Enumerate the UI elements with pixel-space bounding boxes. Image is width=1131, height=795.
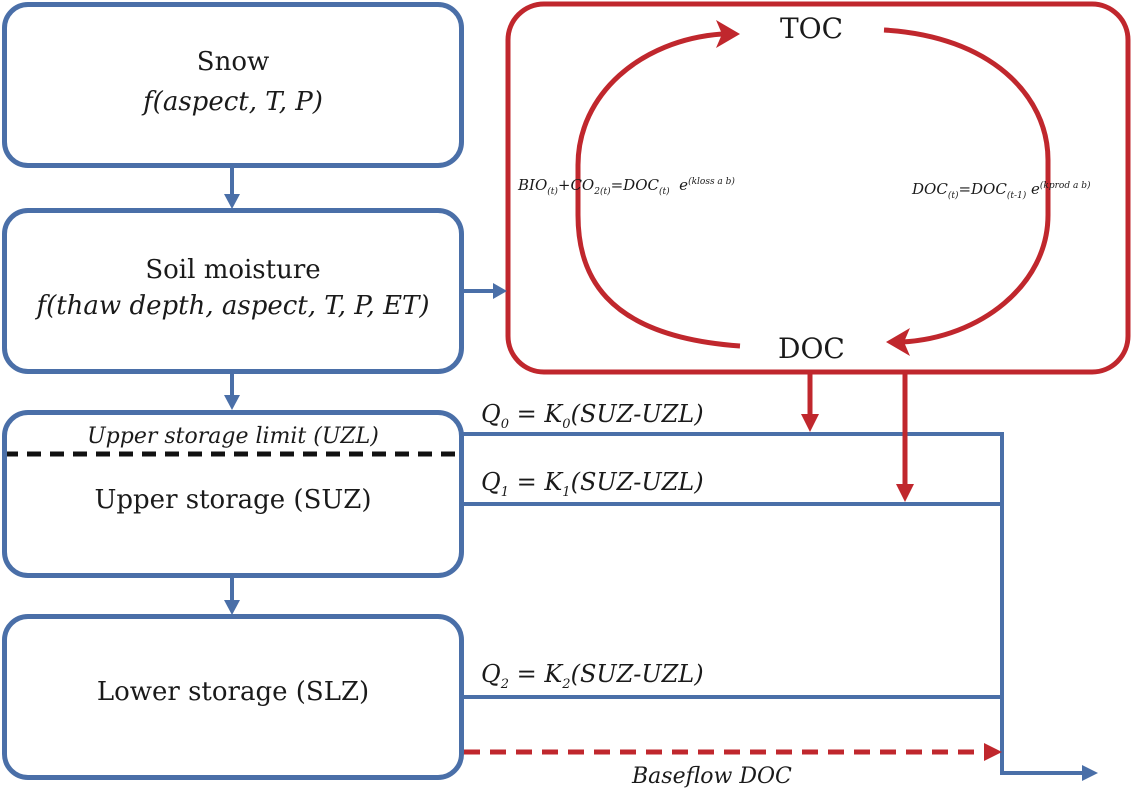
doc-to-q0-head	[801, 414, 819, 432]
doc-label: DOC	[778, 332, 845, 365]
carbon-cycle-box	[505, 1, 1131, 375]
cycle-arrowhead-doc	[886, 328, 910, 356]
lower-storage-title: Lower storage (SLZ)	[96, 677, 370, 707]
upper-storage-title: Upper storage (SUZ)	[94, 485, 372, 515]
snow-to-soil-head	[224, 194, 240, 209]
cycle-arrowhead-toc	[716, 20, 740, 48]
uzl-label: Upper storage limit (UZL)	[87, 424, 379, 449]
doc-to-q1-head	[896, 484, 914, 502]
upper-to-lower-head	[224, 600, 240, 615]
outflow-arrowhead	[1082, 765, 1098, 781]
soil-moisture-title: Soil moisture	[145, 255, 321, 285]
upper-storage-box: Upper storage limit (UZL) Upper storage …	[2, 410, 464, 578]
left-formula: BIO(t)+CO2(t)=DOC(t) e(kloss a b)	[518, 176, 735, 197]
right-formula: DOC(t)=DOC(t-1) e(kprod a b)	[912, 180, 1091, 201]
lower-storage-box: Lower storage (SLZ)	[2, 614, 464, 780]
soil-moisture-function: f(thaw depth, aspect, T, P, ET)	[36, 291, 430, 321]
q2-equation: Q2 = K2(SUZ-UZL)	[481, 660, 704, 692]
q1-equation: Q1 = K1(SUZ-UZL)	[481, 468, 704, 500]
toc-label: TOC	[780, 12, 844, 45]
cycle-arc-right	[883, 27, 1051, 345]
snow-title: Snow	[196, 47, 270, 77]
baseflow-doc-label: Baseflow DOC	[632, 764, 792, 789]
baseflow-doc-arrowhead	[984, 743, 1002, 761]
soil-to-upper-head	[224, 395, 240, 410]
snow-function: f(aspect, T, P)	[143, 87, 323, 117]
q0-equation: Q0 = K0(SUZ-UZL)	[481, 400, 704, 432]
cycle-arc-left	[575, 31, 741, 349]
soil-to-carbon-head	[493, 283, 507, 299]
soil-moisture-box: Soil moisture f(thaw depth, aspect, T, P…	[2, 208, 464, 374]
snow-box: Snow f(aspect, T, P)	[2, 2, 464, 168]
